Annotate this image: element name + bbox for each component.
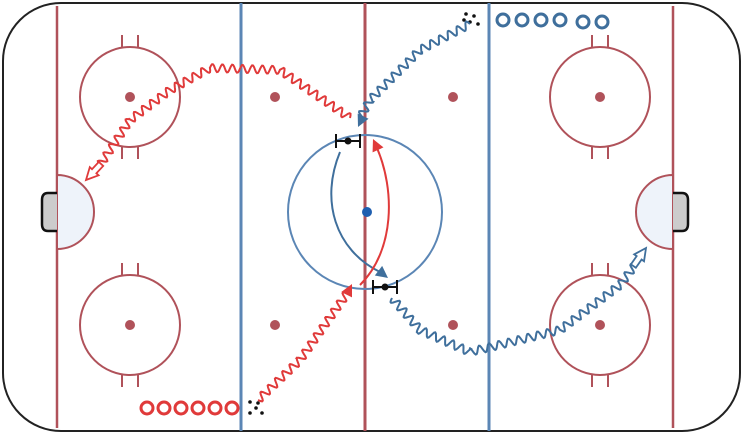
red-player-icon [207,400,223,416]
puck-icon [476,22,480,26]
red-arrow-icon [372,139,384,153]
puck-icon [256,401,260,405]
blue-arrow-icon [357,113,369,127]
faceoff-circle [79,46,181,148]
blue-skate-curve [330,151,381,273]
crease-left [56,173,95,251]
faceoff-circle [549,274,651,376]
red-player-icon [224,400,240,416]
faceoff-dot [595,92,605,102]
puck-icon [472,14,476,18]
blue-player-icon [552,12,568,28]
faceoff-circle [79,274,181,376]
blue-skate-path [389,263,635,356]
red-player-icon [139,400,155,416]
blue-player-icon [533,12,549,28]
faceoff-circle [549,46,651,148]
puck-icon [260,411,264,415]
faceoff-dot [125,92,135,102]
blue-player-icon [514,12,530,28]
blue-arrow-icon [374,265,388,278]
red-skate-curve [359,147,390,286]
blue-player-icon [495,12,511,28]
puck-icon [248,400,252,404]
red-player-icon [156,400,172,416]
blue-player-icon [594,14,610,30]
red-skate-path [96,63,352,165]
rink-boards [2,2,741,432]
puck-icon [248,411,252,415]
defender-icon [344,137,352,145]
puck-icon [464,12,468,16]
red-hollow-arrow-icon [84,160,105,182]
puck-icon [462,18,466,22]
red-puck-carry-path [257,291,350,403]
faceoff-dot [595,320,605,330]
blue-hollow-arrow-icon [629,246,648,269]
center-dot [362,207,372,217]
neutral-zone-dot [270,92,280,102]
goal-left [40,191,57,233]
red-player-icon [190,400,206,416]
red-arrow-icon [341,284,352,298]
defender-icon [381,283,389,291]
red-player-icon [173,400,189,416]
blue-puck-carry-path [357,20,471,120]
puck-icon [254,406,258,410]
blue-player-icon [575,14,591,30]
crease-right [635,173,674,251]
neutral-zone-dot [270,320,280,330]
center-circle [287,134,443,290]
neutral-zone-dot [448,320,458,330]
neutral-zone-dot [448,92,458,102]
goal-right [673,191,690,233]
faceoff-dot [125,320,135,330]
